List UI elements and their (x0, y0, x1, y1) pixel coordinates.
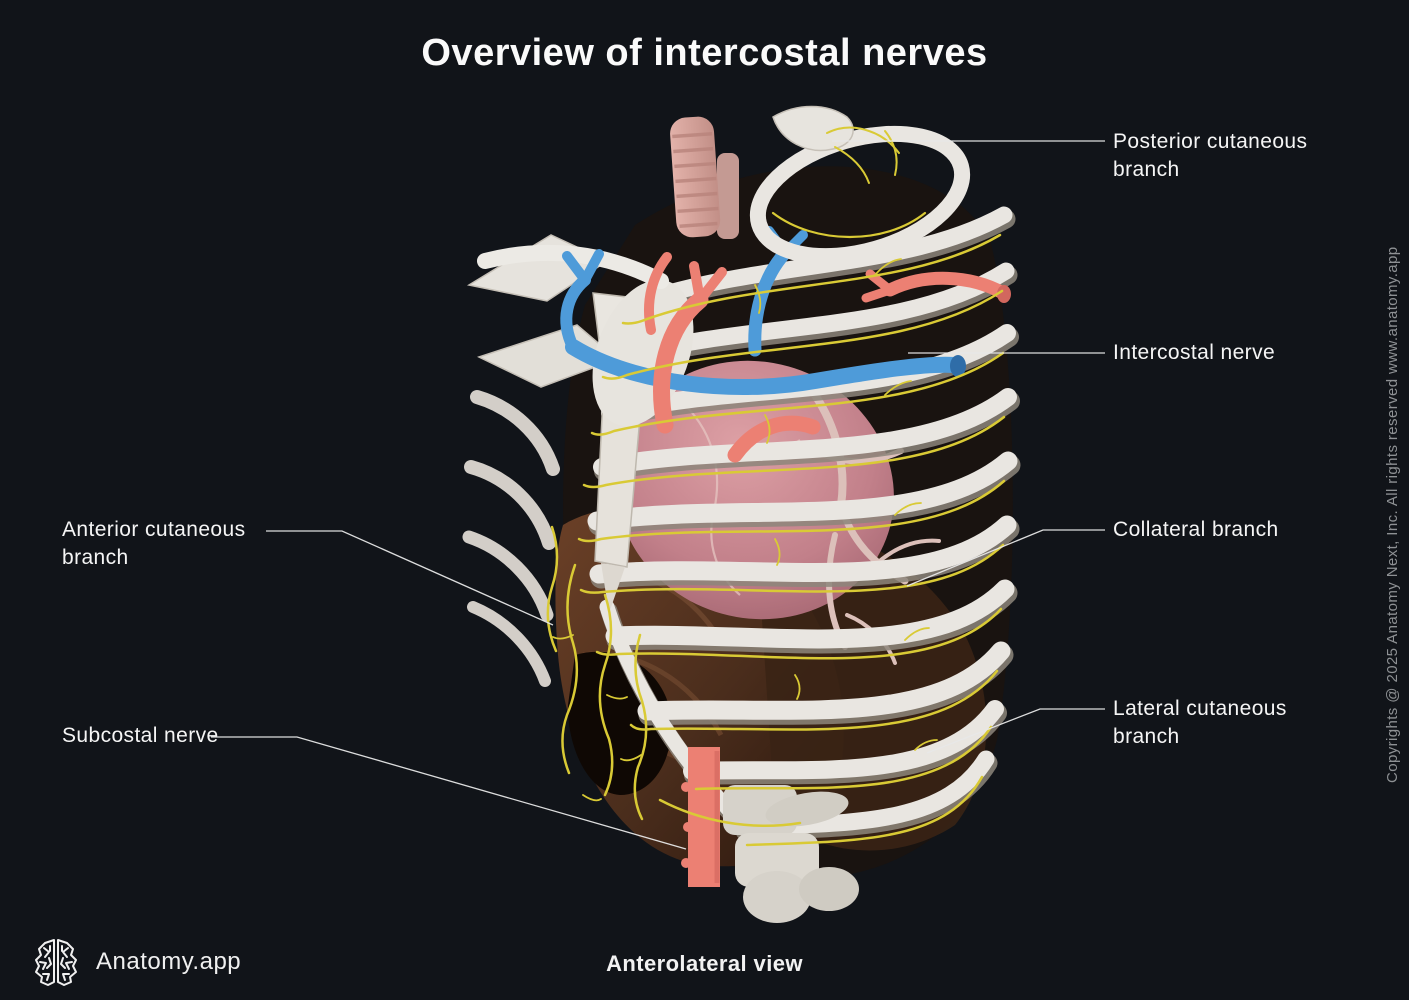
left-ribs (462, 390, 560, 687)
label-collateral-branch: Collateral branch (1113, 518, 1279, 541)
page-title: Overview of intercostal nerves (421, 32, 988, 74)
label-posterior-cutaneous-branch: Posterior cutaneous branch (1113, 130, 1308, 181)
copyright-text: Copyrights @ 2025 Anatomy Next, Inc. All… (1384, 246, 1401, 784)
trachea (670, 116, 739, 239)
intercostal-nerves (546, 126, 1006, 847)
brain-icon (35, 939, 77, 986)
label-lateral-cutaneous-branch: Lateral cutaneous branch (1113, 697, 1287, 748)
arteries (643, 252, 1011, 463)
label-subcostal-nerve: Subcostal nerve (62, 724, 219, 747)
view-caption: Anterolateral view (606, 951, 803, 976)
label-anterior-cutaneous-branch: Anterior cutaneous branch (62, 518, 246, 569)
anatomy-illustration (462, 105, 1021, 923)
brand-footer[interactable]: Anatomy.app (30, 936, 241, 988)
brand-name[interactable]: Anatomy.app (96, 948, 242, 975)
label-intercostal-nerve: Intercostal nerve (1113, 341, 1276, 364)
